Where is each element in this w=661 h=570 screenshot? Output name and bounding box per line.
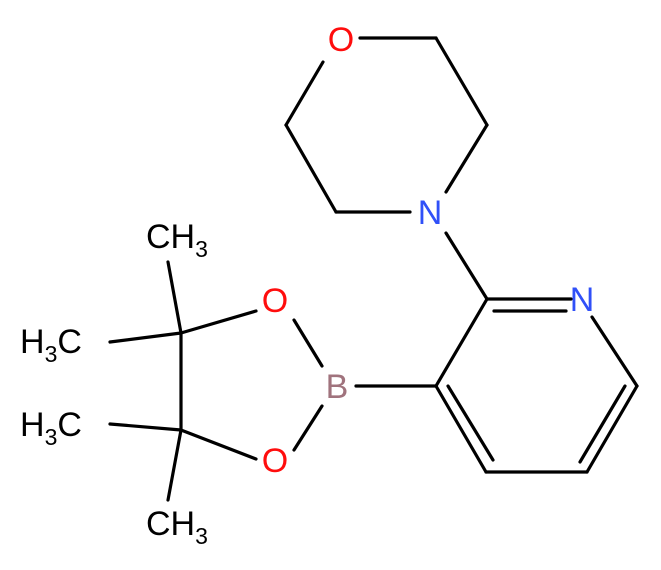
bond-c-h3c-upper	[108, 331, 183, 344]
bond-n1-c6	[590, 315, 639, 388]
bond-o-lower-c	[179, 428, 258, 461]
methyl-label-upper-left: H3C	[20, 323, 82, 367]
bond-c-h3c-lower	[108, 422, 183, 432]
pyridine-ring	[434, 297, 639, 474]
atom-o-lower: O	[262, 442, 288, 480]
bond-o-upper-c	[179, 309, 258, 335]
morpholine-ring	[284, 36, 489, 214]
bond-c4-c3	[434, 384, 488, 474]
bond-n-pyridine-c2	[444, 231, 489, 301]
atom-o-morpholine: O	[328, 21, 354, 59]
methyl-label-bottom: CH3	[146, 505, 208, 549]
atom-n-pyridine: N	[570, 281, 595, 319]
atom-n-morpholine: N	[418, 194, 443, 232]
dioxaborolane-ring	[179, 309, 324, 461]
bond-c-c-right	[434, 36, 489, 127]
bond-c-ch3-top	[166, 260, 183, 335]
bond-c-o-left	[284, 60, 325, 127]
bond-c4-c3-inner	[446, 384, 495, 462]
methyl-label-lower-left: H3C	[20, 406, 82, 450]
atom-o-upper: O	[262, 282, 288, 320]
atom-b: B	[326, 368, 349, 406]
methyl-label-top: CH3	[146, 218, 208, 262]
methyl-bonds	[108, 260, 183, 502]
bond-c-ch3-bottom	[166, 428, 183, 502]
bond-b-o-lower	[292, 404, 324, 452]
bond-c6-c5-inner	[578, 384, 627, 464]
bond-c6-c5	[585, 384, 639, 474]
bond-c-n-right	[444, 123, 489, 194]
bond-b-o-upper	[292, 318, 324, 368]
bond-c-c-left	[284, 123, 338, 214]
bond-c3-c2	[434, 297, 489, 388]
